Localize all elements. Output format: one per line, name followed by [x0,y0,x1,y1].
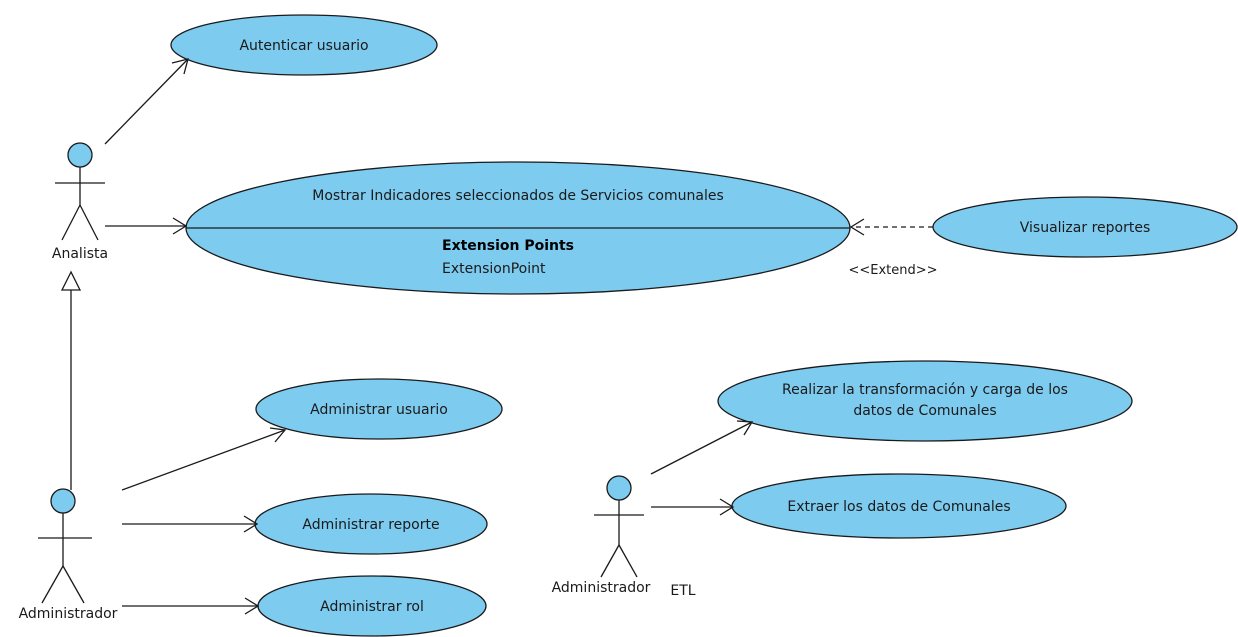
use-case-realizar-transformacion[interactable]: Realizar la transformación y carga de lo… [717,360,1133,442]
actor-administrador-etl[interactable]: Administrador ETL [552,475,696,599]
use-case-administrar-usuario[interactable]: Administrar usuario [255,378,503,440]
actor-head-icon [67,142,93,168]
use-case-autenticar-usuario[interactable]: Autenticar usuario [170,14,438,76]
actor-label-suffix: ETL [670,583,695,599]
actor-label: Analista [52,246,108,262]
association-etl-extraer [651,498,735,516]
use-case-label-line2: datos de Comunales [853,403,996,419]
actor-analista[interactable]: Analista [52,142,108,262]
association-analista-mostrar [105,217,188,235]
use-case-label: Administrar rol [320,599,424,615]
extend-visualizar-mostrar: <<Extend>> [848,218,938,278]
actor-administrador[interactable]: Administrador [19,488,118,622]
use-case-administrar-reporte[interactable]: Administrar reporte [254,493,488,555]
actor-head-icon [606,475,632,501]
association-analista-autenticar [104,58,189,145]
use-case-administrar-rol[interactable]: Administrar rol [257,575,487,637]
association-etl-transformacion [650,420,754,475]
use-case-label: Extraer los datos de Comunales [787,499,1010,515]
use-case-label: Autenticar usuario [239,38,368,54]
association-administrador-rol [122,597,260,615]
extension-point-name: ExtensionPoint [442,261,546,277]
extension-points-title: Extension Points [442,238,574,254]
use-case-label: Mostrar Indicadores seleccionados de Ser… [312,188,724,204]
use-case-label: Administrar reporte [302,517,439,533]
actor-head-icon [50,488,76,514]
association-administrador-usuario [121,427,287,491]
use-case-mostrar-indicadores[interactable]: Mostrar Indicadores seleccionados de Ser… [185,161,851,295]
use-case-label-line1: Realizar la transformación y carga de lo… [782,382,1068,398]
use-case-visualizar-reportes[interactable]: Visualizar reportes [932,196,1238,258]
actor-label: Administrador [552,580,651,596]
use-case-label: Visualizar reportes [1020,220,1150,236]
generalization-administrador-analista [60,270,82,490]
association-administrador-reporte [122,515,259,533]
use-case-label: Administrar usuario [310,402,448,418]
extend-stereotype-label: <<Extend>> [848,263,937,278]
use-case-extraer-datos[interactable]: Extraer los datos de Comunales [731,473,1067,539]
actor-label: Administrador [19,606,118,622]
